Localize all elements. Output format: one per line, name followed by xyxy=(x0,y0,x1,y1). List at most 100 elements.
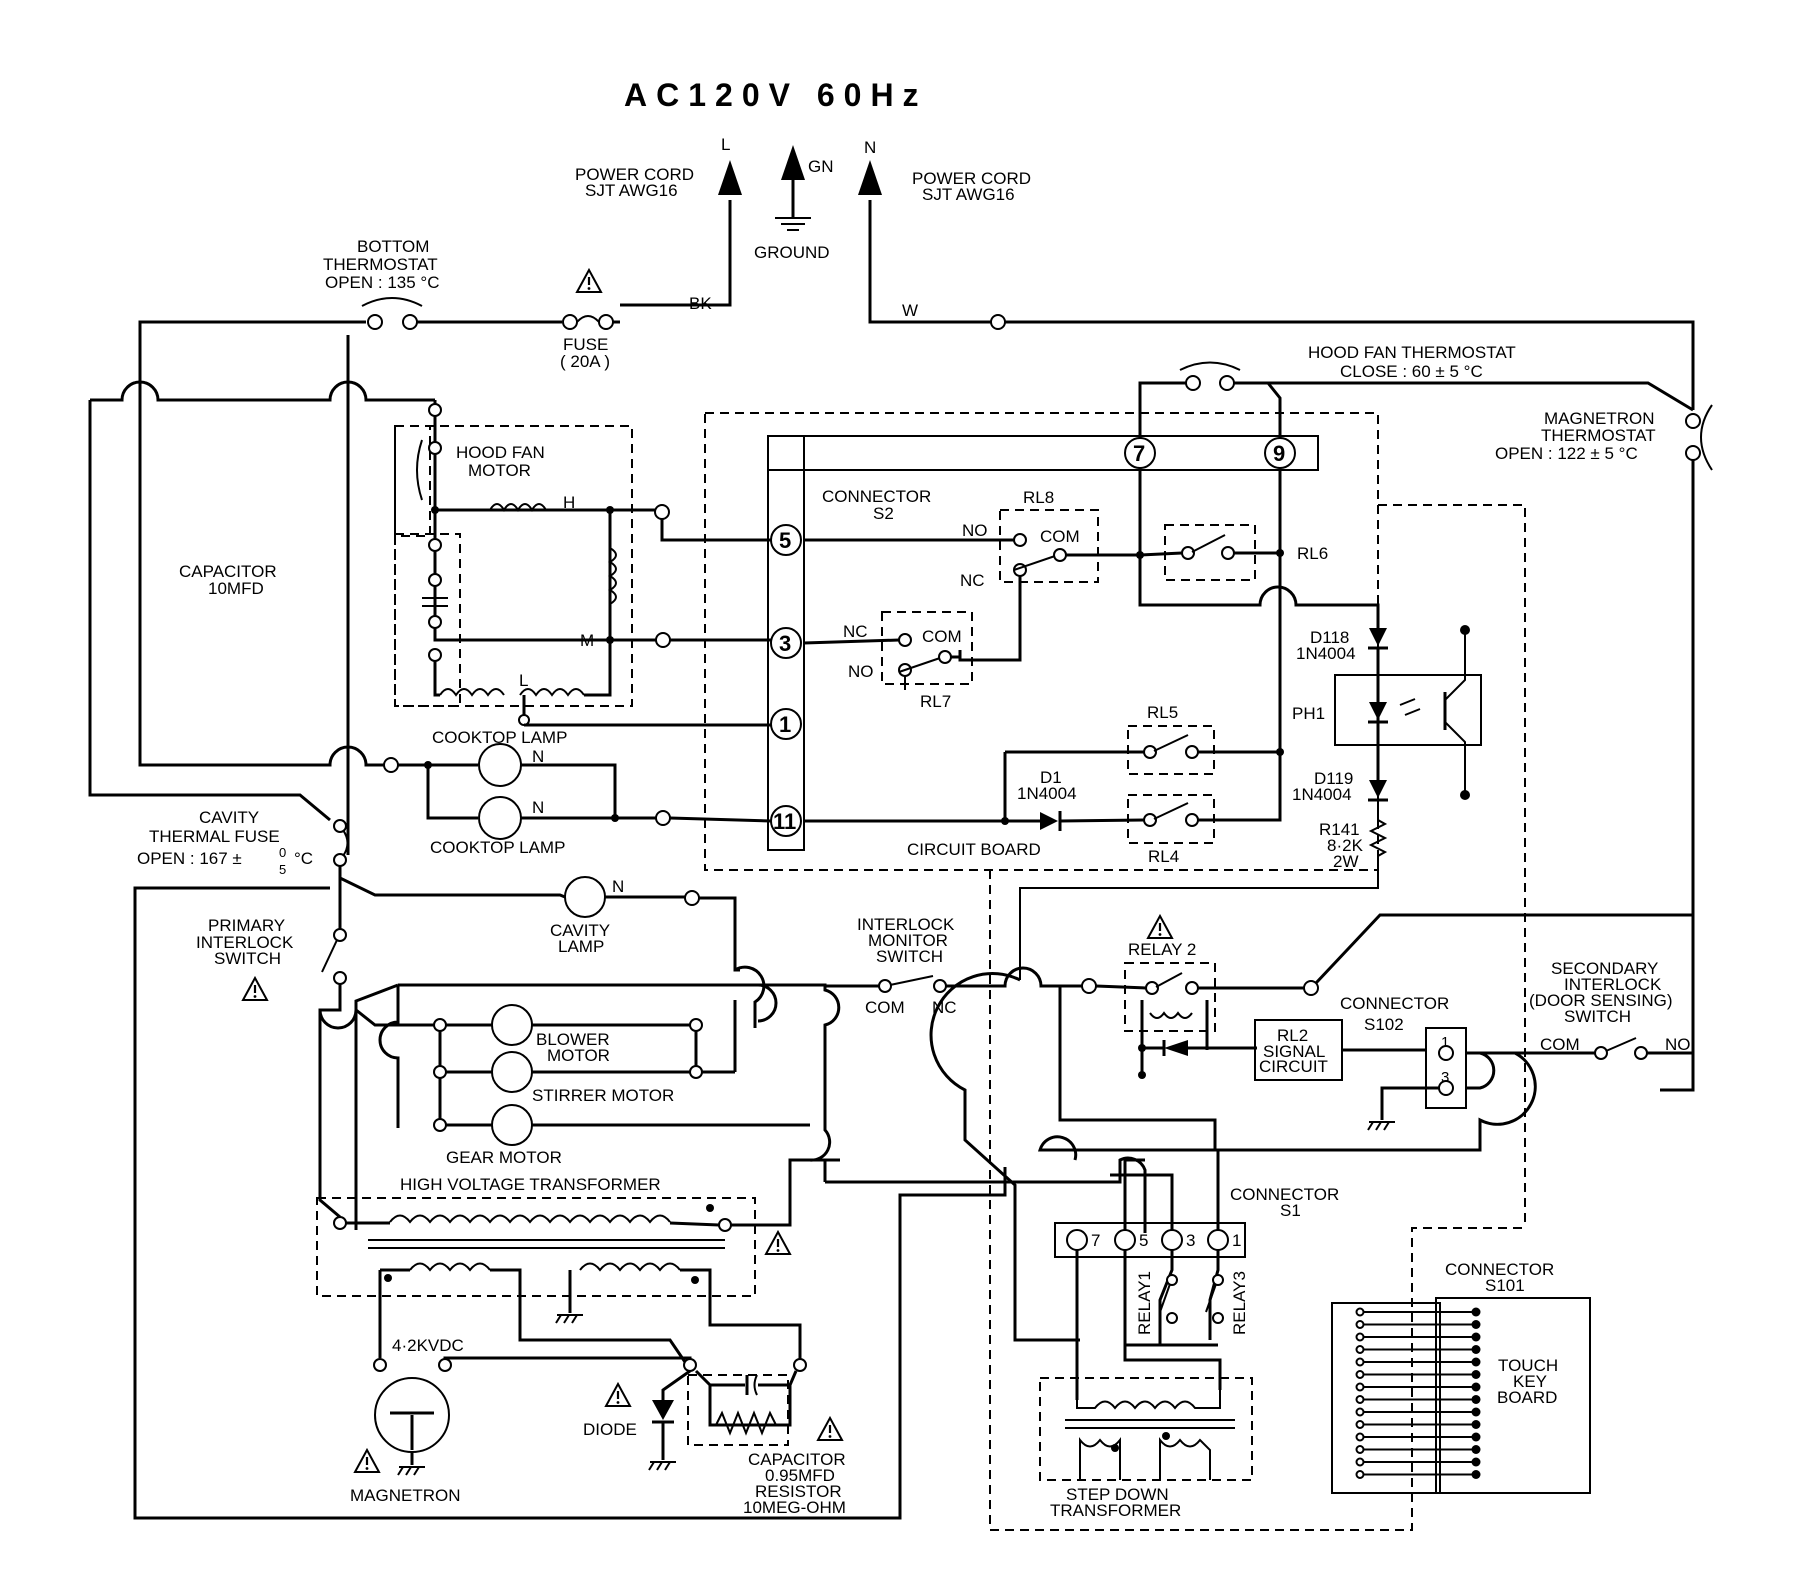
magnetron: 4·2KVDC MAGNETRON xyxy=(350,1336,692,1505)
svg-text:RL2: RL2 xyxy=(1277,1026,1308,1045)
svg-text:MONITOR: MONITOR xyxy=(868,931,948,950)
capacitor-10mfd: CAPACITOR 10MFD xyxy=(88,380,435,822)
svg-text:2W: 2W xyxy=(1333,852,1359,871)
svg-text:CAVITY: CAVITY xyxy=(550,921,610,940)
svg-text:1: 1 xyxy=(1232,1231,1241,1250)
svg-text:OPEN : 122 ± 5 °C: OPEN : 122 ± 5 °C xyxy=(1495,444,1638,463)
svg-text:TOUCH: TOUCH xyxy=(1498,1356,1558,1375)
svg-text:W: W xyxy=(902,301,918,320)
connector-s2: 7 9 5 3 1 11 CONNECTOR S2 xyxy=(767,435,1319,851)
primary-interlock-switch: PRIMARY INTERLOCK SWITCH xyxy=(196,866,566,1230)
svg-text:OPEN : 135 °C: OPEN : 135 °C xyxy=(325,273,440,292)
svg-text:MOTOR: MOTOR xyxy=(547,1046,610,1065)
svg-text:POWER CORD: POWER CORD xyxy=(575,165,694,184)
svg-text:0: 0 xyxy=(279,845,286,860)
svg-text:N: N xyxy=(612,877,624,896)
svg-text:OPEN : 167 ±: OPEN : 167 ± xyxy=(137,849,242,868)
power-cord-line: L POWER CORD SJT AWG16 BK xyxy=(575,135,742,313)
svg-text:NC: NC xyxy=(932,998,957,1017)
svg-text:RL5: RL5 xyxy=(1147,703,1178,722)
interlock-monitor-switch: INTERLOCK MONITOR SWITCH COM NC xyxy=(740,915,1082,1182)
svg-text:NO: NO xyxy=(848,662,874,681)
svg-text:CAPACITOR: CAPACITOR xyxy=(748,1450,846,1469)
svg-text:NO: NO xyxy=(962,521,988,540)
svg-text:( 20A ): ( 20A ) xyxy=(560,352,610,371)
svg-text:HOOD FAN THERMOSTAT: HOOD FAN THERMOSTAT xyxy=(1308,343,1516,362)
relay-2: RELAY 2 RL2 SIGNAL CIRCUIT xyxy=(1081,913,1693,1081)
svg-text:CONNECTOR: CONNECTOR xyxy=(822,487,931,506)
power-cord-neutral: N POWER CORD SJT AWG16 W xyxy=(858,138,1695,410)
circuit-board-label: CIRCUIT BOARD xyxy=(907,840,1041,859)
svg-text:GEAR MOTOR: GEAR MOTOR xyxy=(446,1148,562,1167)
svg-text:HIGH VOLTAGE TRANSFORMER: HIGH VOLTAGE TRANSFORMER xyxy=(400,1175,661,1194)
svg-text:RL4: RL4 xyxy=(1148,847,1179,866)
svg-text:THERMAL FUSE: THERMAL FUSE xyxy=(149,827,280,846)
hood-fan-motor: HOOD FAN MOTOR H M L xyxy=(394,400,633,726)
svg-text:11: 11 xyxy=(773,809,796,834)
svg-text:BK: BK xyxy=(689,294,712,313)
svg-text:INTERLOCK: INTERLOCK xyxy=(857,915,955,934)
ground-label: GROUND xyxy=(754,243,830,262)
svg-text:SWITCH: SWITCH xyxy=(876,947,943,966)
svg-text:BLOWER: BLOWER xyxy=(536,1030,610,1049)
diagram-title: AC120V 60Hz xyxy=(624,77,928,113)
svg-text:RELAY3: RELAY3 xyxy=(1230,1271,1249,1335)
svg-text:10MEG-OHM: 10MEG-OHM xyxy=(743,1498,846,1517)
svg-text:SWITCH: SWITCH xyxy=(1564,1007,1631,1026)
svg-text:RESISTOR: RESISTOR xyxy=(755,1482,842,1501)
svg-text:SECONDARY: SECONDARY xyxy=(1551,959,1658,978)
svg-text:3: 3 xyxy=(779,631,791,656)
svg-text:7: 7 xyxy=(1133,441,1145,466)
svg-text:RL8: RL8 xyxy=(1023,488,1054,507)
bottom-thermostat: BOTTOM THERMOSTAT OPEN : 135 °C xyxy=(323,237,440,330)
relay-rl8: RL8 NO COM NC xyxy=(804,488,1140,662)
svg-text:N: N xyxy=(864,138,876,157)
svg-text:BOARD: BOARD xyxy=(1497,1388,1557,1407)
svg-text:POWER CORD: POWER CORD xyxy=(912,169,1031,188)
svg-text:FUSE: FUSE xyxy=(563,335,608,354)
svg-text:PH1: PH1 xyxy=(1292,704,1325,723)
motors-group: BLOWER MOTOR STIRRER MOTOR GEAR MOTOR xyxy=(354,983,810,1167)
relay-rl4: RL4 xyxy=(1127,752,1282,866)
svg-text:GN: GN xyxy=(808,157,834,176)
svg-text:COM: COM xyxy=(1540,1035,1580,1054)
svg-text:STIRRER MOTOR: STIRRER MOTOR xyxy=(532,1086,674,1105)
svg-text:3: 3 xyxy=(1186,1231,1195,1250)
svg-text:SJT AWG16: SJT AWG16 xyxy=(585,181,678,200)
svg-text:8·2K: 8·2K xyxy=(1327,836,1364,855)
svg-text:3: 3 xyxy=(1441,1069,1449,1086)
cavity-thermal-fuse: CAVITY THERMAL FUSE OPEN : 167 ± 0 5 °C xyxy=(137,808,349,877)
svg-text:°C: °C xyxy=(294,849,313,868)
svg-text:5: 5 xyxy=(1139,1231,1148,1250)
diode-d1: D1 1N4004 xyxy=(804,752,1145,831)
svg-text:KEY: KEY xyxy=(1513,1372,1547,1391)
svg-text:1: 1 xyxy=(1441,1034,1449,1051)
svg-text:HOOD FAN: HOOD FAN xyxy=(456,443,545,462)
svg-text:5: 5 xyxy=(279,862,286,877)
svg-text:DIODE: DIODE xyxy=(583,1420,637,1439)
svg-text:1: 1 xyxy=(779,712,791,737)
svg-text:7: 7 xyxy=(1091,1231,1100,1250)
svg-text:S102: S102 xyxy=(1364,1015,1404,1034)
svg-text:COOKTOP LAMP: COOKTOP LAMP xyxy=(432,728,567,747)
svg-text:CAPACITOR: CAPACITOR xyxy=(179,562,277,581)
svg-text:PRIMARY: PRIMARY xyxy=(208,916,285,935)
svg-text:COM: COM xyxy=(922,627,962,646)
svg-text:S2: S2 xyxy=(873,504,894,523)
svg-text:4·2KVDC: 4·2KVDC xyxy=(392,1336,464,1355)
svg-text:M: M xyxy=(580,631,594,650)
relay-rl7: NC COM NO RL7 xyxy=(803,611,973,711)
svg-text:SIGNAL: SIGNAL xyxy=(1263,1042,1325,1061)
svg-text:NC: NC xyxy=(843,622,868,641)
connector-s101: CONNECTOR S101 TOUCH KEY BOARD xyxy=(1331,1260,1591,1494)
svg-text:STEP DOWN: STEP DOWN xyxy=(1066,1485,1169,1504)
connector-s102: 1 3 CONNECTOR S102 xyxy=(1038,994,1537,1161)
step-down-transformer: STEP DOWN TRANSFORMER xyxy=(1039,1377,1253,1520)
svg-text:10MFD: 10MFD xyxy=(208,579,264,598)
svg-text:H: H xyxy=(563,493,575,512)
left-outer-return-wire xyxy=(133,886,1007,1520)
svg-text:COM: COM xyxy=(1040,527,1080,546)
svg-text:R141: R141 xyxy=(1319,820,1360,839)
svg-text:INTERLOCK: INTERLOCK xyxy=(196,933,294,952)
